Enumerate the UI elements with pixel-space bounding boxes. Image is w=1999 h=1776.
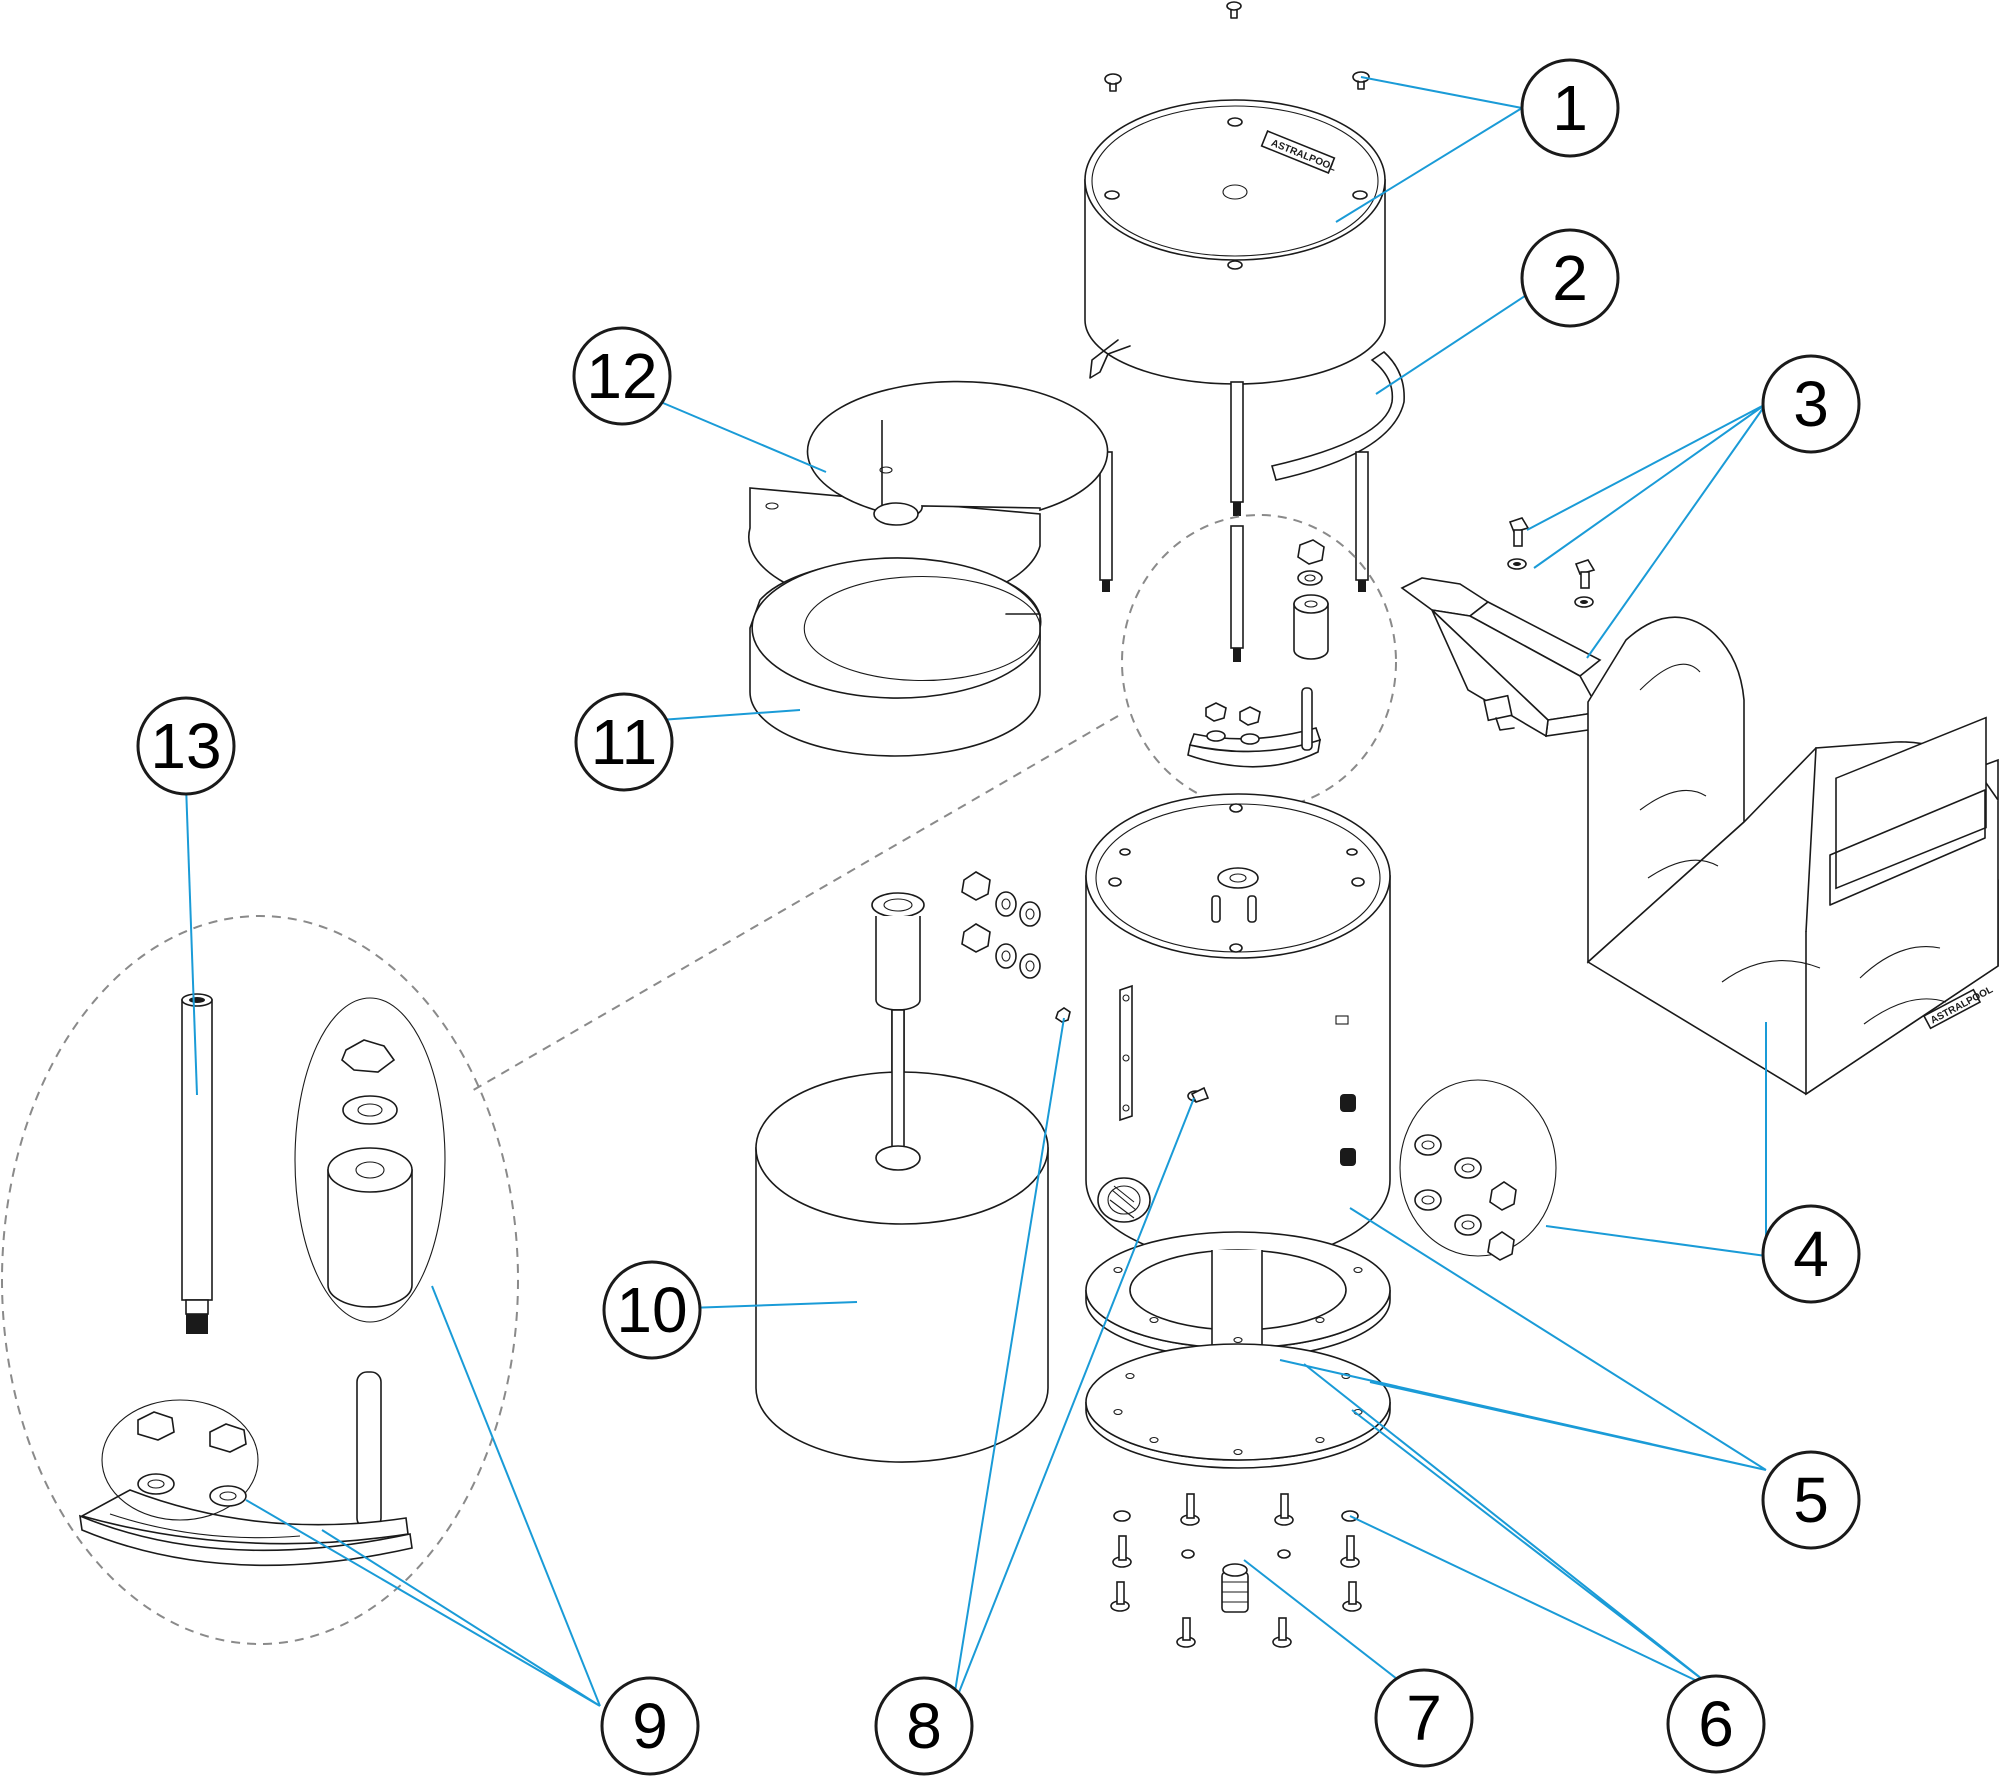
- leader-lines: [185, 76, 1767, 1711]
- svg-text:7: 7: [1406, 1682, 1442, 1754]
- callout-7: 7: [1374, 1668, 1474, 1768]
- callout-8: 8: [874, 1676, 974, 1776]
- svg-text:5: 5: [1793, 1464, 1829, 1536]
- spacer-rods: [1099, 381, 1369, 662]
- callout-4: 4: [1761, 1204, 1861, 1304]
- heater-body: [1085, 793, 1391, 1263]
- callout-12: 12: [572, 326, 672, 426]
- callout-3: 3: [1761, 354, 1861, 454]
- top-cover: ASTRALPOOL: [1084, 99, 1386, 385]
- callout-2: 2: [1520, 228, 1620, 328]
- bracket-fasteners: [1399, 1079, 1557, 1261]
- insulation-jacket: [755, 1009, 1049, 1463]
- nut-washer-group: [961, 871, 1041, 979]
- thermostat-assembly: [1400, 517, 1603, 738]
- svg-text:13: 13: [150, 710, 221, 782]
- callout-10: 10: [602, 1260, 702, 1360]
- svg-text:11: 11: [591, 706, 657, 778]
- bottom-flanges: [1085, 1231, 1391, 1469]
- svg-text:12: 12: [586, 340, 657, 412]
- svg-text:9: 9: [632, 1690, 668, 1762]
- insulation-ring: [749, 557, 1042, 757]
- callout-11: 11: [574, 692, 674, 792]
- callout-9: 9: [600, 1676, 700, 1776]
- svg-text:10: 10: [616, 1274, 687, 1346]
- callout-1: 1: [1520, 58, 1620, 158]
- svg-text:6: 6: [1698, 1688, 1734, 1760]
- detail-cluster-center: [1121, 514, 1397, 810]
- cable-gland: [1221, 1563, 1249, 1613]
- svg-text:2: 2: [1552, 242, 1588, 314]
- mounting-bracket: ASTRALPOOL: [1586, 616, 1999, 1096]
- callout-13: 13: [136, 696, 236, 796]
- svg-text:4: 4: [1793, 1218, 1829, 1290]
- svg-text:3: 3: [1793, 368, 1829, 440]
- gasket-strip: [1270, 350, 1405, 481]
- detail-cluster-left: [1, 915, 519, 1645]
- svg-text:1: 1: [1552, 72, 1588, 144]
- callout-5: 5: [1761, 1450, 1861, 1550]
- small-screws: [1055, 1007, 1210, 1103]
- svg-text:8: 8: [906, 1690, 942, 1762]
- detail-connector: [469, 715, 1119, 1093]
- bottom-fasteners: [1110, 1493, 1362, 1648]
- callout-6: 6: [1666, 1674, 1766, 1774]
